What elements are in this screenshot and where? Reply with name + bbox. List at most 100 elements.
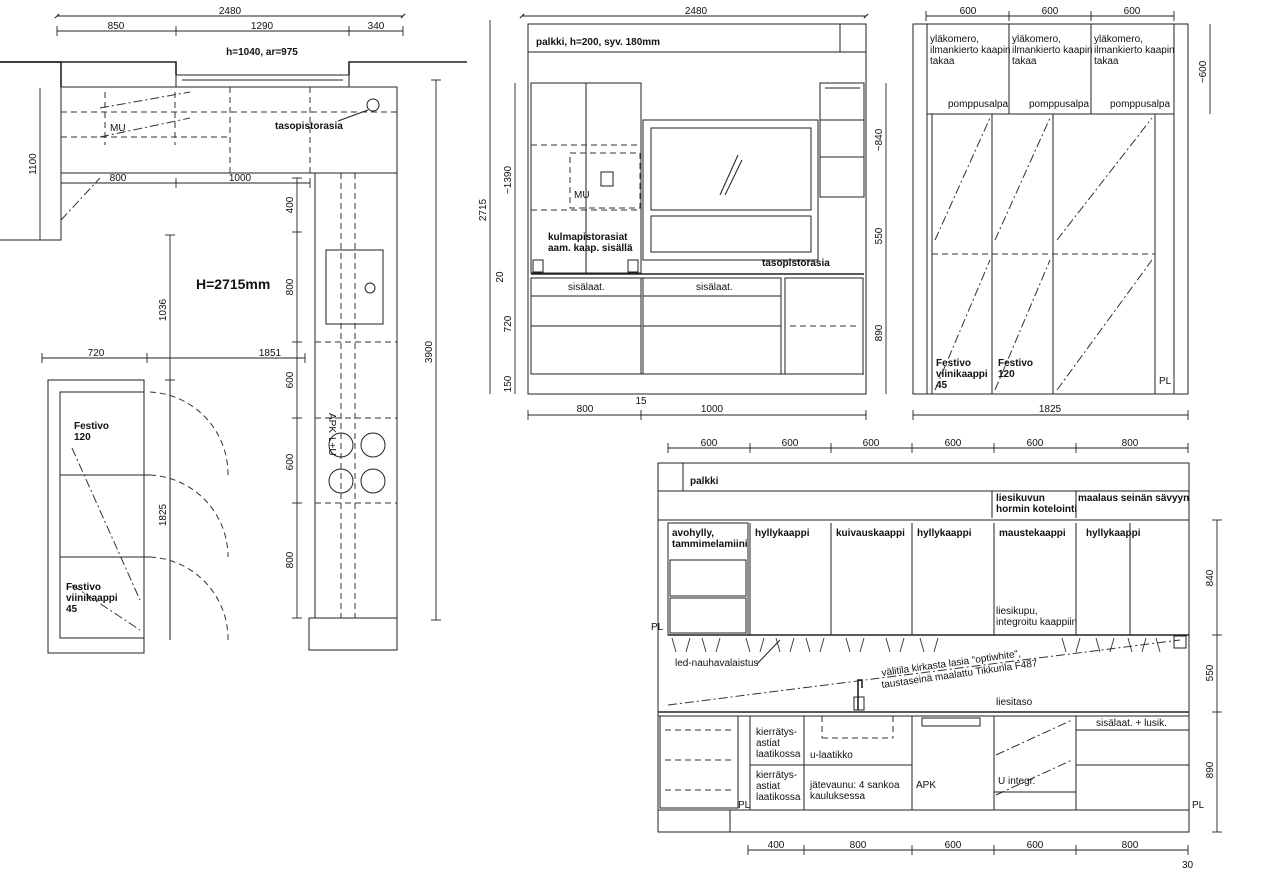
burner-icon bbox=[328, 432, 354, 458]
elevC-cab-4: hyllykaappi bbox=[917, 528, 972, 539]
elevA-dim-150: 150 bbox=[503, 375, 514, 392]
led-strip bbox=[671, 637, 1161, 653]
drain-icon bbox=[364, 282, 376, 294]
window bbox=[175, 74, 350, 88]
elevC-u-integr: U integr. bbox=[998, 776, 1035, 787]
plan-apk-label: APK bbox=[326, 413, 337, 433]
elevC-cab-1: avohylly,tammimelamiini bbox=[672, 528, 748, 550]
plan-dim-800: 800 bbox=[110, 173, 127, 184]
elevC-bdim-800a: 800 bbox=[850, 840, 867, 851]
elevC-cab-6: hyllykaappi bbox=[1086, 528, 1141, 539]
elevC-dim-550: 550 bbox=[1205, 664, 1216, 681]
elevA-socket-label: tasopistorasia bbox=[762, 258, 830, 269]
elevC-outline bbox=[657, 462, 1190, 833]
socket-icon bbox=[1173, 635, 1187, 649]
counter-right-run bbox=[314, 172, 398, 619]
door-swing bbox=[149, 474, 229, 558]
elevA-outline bbox=[527, 23, 867, 395]
plan-dim-800c: 800 bbox=[285, 551, 296, 568]
plan-dim-600b: 600 bbox=[285, 453, 296, 470]
elevB-dim-600a: 600 bbox=[960, 6, 977, 17]
elevB-pump-3: pomppusalpa bbox=[1110, 99, 1170, 110]
elevC-bdim-800b: 800 bbox=[1122, 840, 1139, 851]
sink bbox=[325, 249, 384, 325]
plan-dim-340: 340 bbox=[368, 21, 385, 32]
elevC-apk: APK bbox=[916, 780, 936, 791]
elevC-u-drawer: u-laatikko bbox=[810, 750, 853, 761]
elevA-dim-890: 890 bbox=[874, 324, 885, 341]
elevC-pl-right: PL bbox=[1192, 800, 1205, 811]
elevC-pl-lower: PL bbox=[738, 800, 751, 811]
elevC-cab-5: maustekaappi bbox=[999, 528, 1066, 539]
elevC-beam: palkki bbox=[690, 476, 719, 487]
plan-dim-1825: 1825 bbox=[158, 503, 169, 526]
elevB-outline bbox=[912, 23, 1189, 395]
elevC-dim-840: 840 bbox=[1205, 569, 1216, 586]
elevA-dim-550: 550 bbox=[874, 227, 885, 244]
socket-label: tasopistorasia bbox=[275, 121, 343, 132]
plan-dim-2480: 2480 bbox=[219, 6, 242, 17]
plan-dim-1290: 1290 bbox=[251, 21, 274, 32]
elevC-dim-600b: 600 bbox=[782, 438, 799, 449]
door-swing bbox=[149, 556, 229, 641]
elevA-window bbox=[642, 119, 819, 261]
elevA-inner1: sisälaat. bbox=[568, 282, 605, 293]
elevA-dim-1390: ~1390 bbox=[503, 166, 514, 195]
plan-dim-800b: 800 bbox=[285, 278, 296, 295]
elevC-dim-890: 890 bbox=[1205, 761, 1216, 778]
elevation-c: 600 600 600 600 600 800 palkki liesikuvu… bbox=[651, 438, 1222, 871]
plan-lu-label: L+U bbox=[326, 437, 337, 456]
elevC-cab-3: kuivauskaappi bbox=[836, 528, 905, 539]
plan-dim-720: 720 bbox=[88, 348, 105, 359]
window-note: h=1040, ar=975 bbox=[226, 47, 298, 58]
elevC-hood: liesikupu,integroitu kaappiin bbox=[996, 606, 1077, 628]
elevC-dim-600a: 600 bbox=[701, 438, 718, 449]
elevC-bdim-400: 400 bbox=[768, 840, 785, 851]
elevB-dim-1825: 1825 bbox=[1039, 404, 1062, 415]
elevA-dim-1000: 1000 bbox=[701, 404, 724, 415]
elevA-dim-800: 800 bbox=[577, 404, 594, 415]
elevB-dim-600: ~600 bbox=[1198, 60, 1209, 83]
elevC-bdim-600b: 600 bbox=[1027, 840, 1044, 851]
elevation-a: 2480 palkki, h=200, syv. 180mm MU kulmap… bbox=[478, 6, 887, 420]
plan-dim-850: 850 bbox=[108, 21, 125, 32]
elevB-pump-1: pomppusalpa bbox=[948, 99, 1008, 110]
faucet-icon bbox=[857, 679, 863, 710]
door-swing bbox=[149, 391, 229, 476]
socket-icon bbox=[366, 98, 380, 112]
dishwasher-panel bbox=[921, 717, 981, 727]
elevA-inner2: sisälaat. bbox=[696, 282, 733, 293]
elevC-bdim-600a: 600 bbox=[945, 840, 962, 851]
elevC-dim-800: 800 bbox=[1122, 438, 1139, 449]
elevC-led: led-nauhavalaistus bbox=[675, 658, 758, 669]
plan-dim-600a: 600 bbox=[285, 371, 296, 388]
elevC-dim-600d: 600 bbox=[945, 438, 962, 449]
elevC-cab-2: hyllykaappi bbox=[755, 528, 810, 539]
elevA-dim-2715: 2715 bbox=[478, 198, 489, 221]
elevC-inner: sisälaat. + lusik. bbox=[1096, 718, 1167, 729]
elevC-paint: maalaus seinän sävyyn bbox=[1078, 493, 1189, 504]
plan-dim-400: 400 bbox=[285, 196, 296, 213]
elevC-dim-600e: 600 bbox=[1027, 438, 1044, 449]
elevA-dim-2480: 2480 bbox=[685, 6, 708, 17]
elevB-dim-600b: 600 bbox=[1042, 6, 1059, 17]
elevA-mu-label: MU bbox=[574, 190, 590, 201]
elevC-dim-30: 30 bbox=[1182, 860, 1194, 871]
elevC-pl-upper: PL bbox=[651, 622, 664, 633]
elevA-dim-720: 720 bbox=[503, 315, 514, 332]
plan-mu-label: MU bbox=[110, 123, 126, 134]
elevA-beam-label: palkki, h=200, syv. 180mm bbox=[536, 37, 660, 48]
counter-window-wall bbox=[60, 86, 398, 174]
elevB-pl: PL bbox=[1159, 376, 1172, 387]
elevation-b: 600 600 600 yläkomero,ilmankierto kaapin… bbox=[912, 6, 1211, 420]
